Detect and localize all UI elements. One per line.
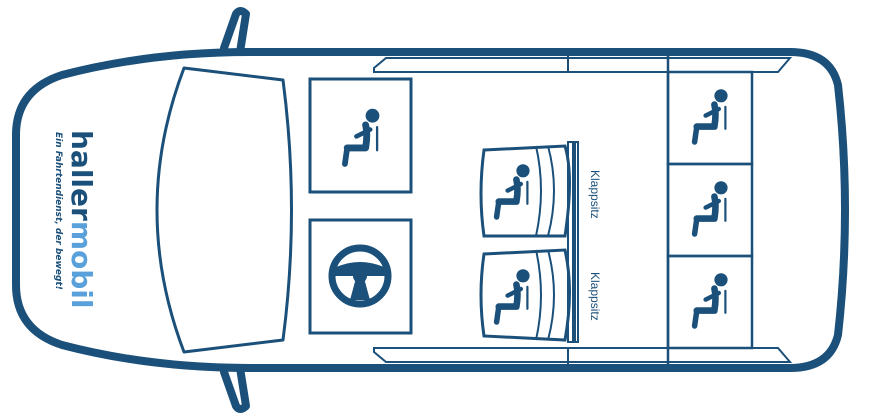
left-side-rail	[373, 57, 793, 73]
folding-seat-rail-inner	[572, 142, 576, 342]
brand-part-2: mobil	[65, 221, 98, 309]
rear-seat-1-person-icon	[695, 89, 728, 142]
front-passenger-seat	[308, 77, 413, 194]
rear-seat-3-person-icon	[695, 273, 728, 326]
folding-seat-2-label: Klappsitz	[588, 272, 602, 321]
rear-seat-3	[666, 254, 754, 350]
windshield	[155, 66, 293, 354]
folding-seat-1	[479, 144, 571, 238]
folding-seat-2-person-icon	[497, 269, 530, 322]
driver-seat	[308, 218, 413, 335]
right-side-rail	[373, 347, 793, 363]
brand-logo: hallermobil	[65, 130, 98, 308]
folding-seat-1-person-icon	[497, 164, 530, 217]
brand-part-1: haller	[65, 130, 98, 221]
rear-seat-2-person-icon	[695, 181, 728, 234]
left-mirror	[220, 7, 250, 56]
steering-wheel-icon	[328, 244, 392, 308]
brand-slogan: Ein Fahrtendienst, der bewegt!	[53, 132, 63, 290]
rear-seat-2	[666, 162, 754, 258]
front-passenger-icon	[345, 109, 380, 164]
folding-seat-1-label: Klappsitz	[588, 170, 602, 219]
right-mirror	[220, 364, 250, 413]
rear-seat-1	[666, 70, 754, 166]
van-body-outline	[12, 48, 849, 372]
svg-text:hallermobil: hallermobil	[65, 130, 98, 308]
folding-seat-2	[479, 248, 571, 342]
